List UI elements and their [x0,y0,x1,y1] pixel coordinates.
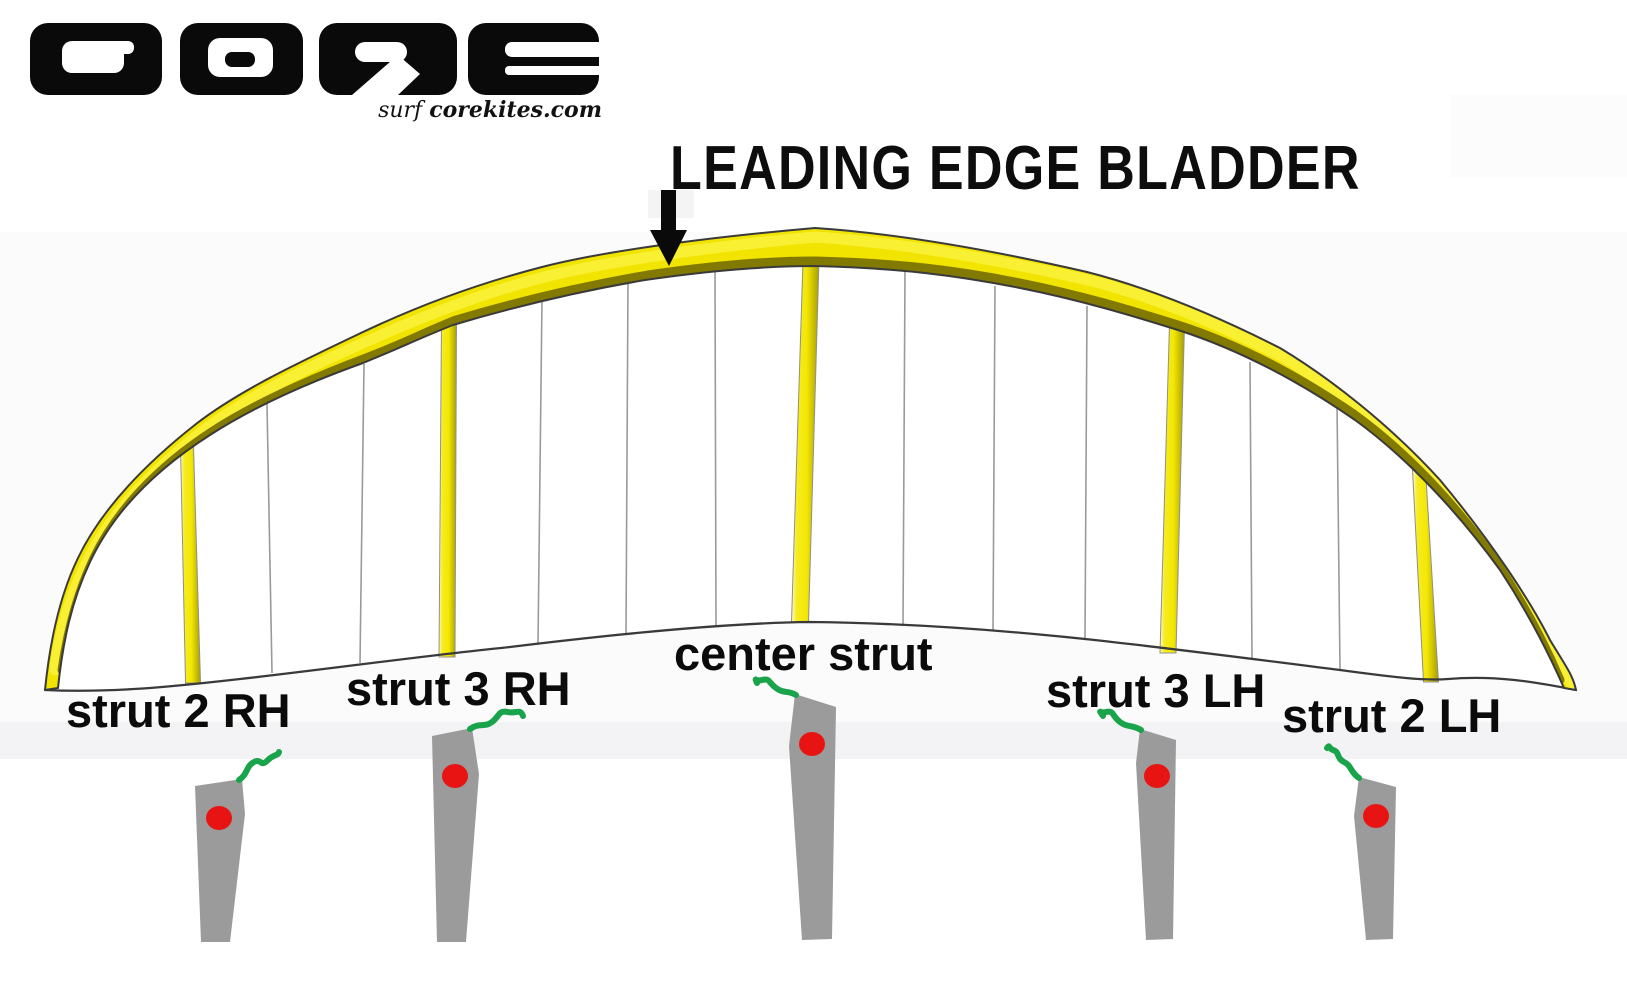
center-strut-part [752,676,836,940]
tagline-prefix: surf [378,98,423,123]
strut-3-lh-part [1097,708,1176,940]
strut-body [195,779,245,942]
label-strut-3-rh: strut 3 RH [346,662,571,715]
label-strut-3-lh: strut 3 LH [1046,664,1266,717]
panel-seam [1336,403,1341,670]
panel-seam [992,285,996,632]
inflate-valve-icon [206,806,232,830]
deflate-tube-icon [752,676,799,698]
strut-3-rh-part [432,708,526,942]
logo-letter-o [180,23,303,95]
leading-edge-shadow [57,256,1565,685]
strut-3-rh-tube [438,319,458,658]
brand-tagline: surf corekites.com [340,98,602,123]
strut-2-rh-part [195,749,282,942]
panel-seams [266,270,1341,674]
physical-struts [195,676,1396,942]
leading-edge-bladder [43,226,1578,692]
deflate-tube-icon [467,708,526,732]
logo-letter-c [30,23,162,95]
panel-seam [1249,361,1253,659]
logo-letter-r [319,23,457,95]
logo-letter-e [468,23,605,95]
leading-edge-outline [43,226,1578,692]
label-strut-2-rh: strut 2 RH [66,684,291,737]
tagline-domain: corekites.com [429,97,602,123]
panel-seam [359,363,365,664]
deflate-tube-icon [236,749,282,783]
core-logo [30,23,605,95]
inflate-valve-icon [1144,764,1170,788]
strut-2-lh-part [1324,743,1396,940]
trailing-edge [44,620,1577,692]
strut-tubes [179,259,1440,684]
panel-seam [266,403,273,674]
strut-body [1354,777,1396,940]
diagram-title: LEADING EDGE BLADDER [670,134,1361,203]
panel-seam [1084,305,1088,640]
strut-body [1136,729,1176,940]
panel-seam [625,279,629,634]
down-arrow-icon [650,190,687,266]
panel-seam [902,271,906,627]
panel-seam [537,298,543,645]
deflate-tube-icon [1097,708,1144,733]
strut-body [432,728,479,942]
panel-seam [714,270,717,628]
inflate-valve-icon [1363,804,1389,828]
inflate-valve-icon [442,764,468,788]
label-center-strut: center strut [674,627,933,680]
deflate-tube-icon [1324,743,1362,781]
label-strut-2-lh: strut 2 LH [1282,689,1502,742]
inflate-valve-icon [799,732,825,756]
strut-body [789,694,836,940]
